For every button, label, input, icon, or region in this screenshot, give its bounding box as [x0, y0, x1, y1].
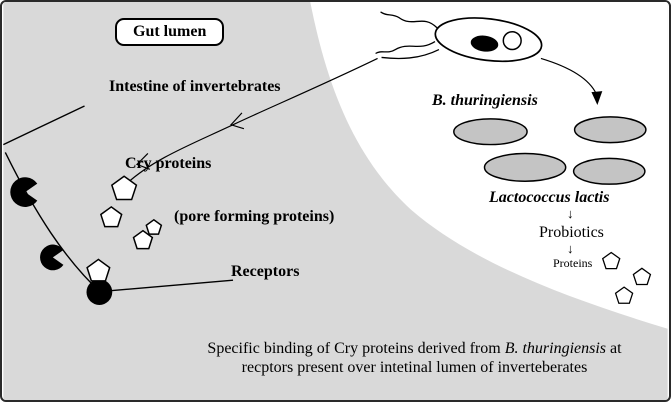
flagellum-3-icon: [381, 48, 440, 60]
cry-proteins-label: Cry proteins: [125, 155, 212, 172]
flagellum-1-icon: [380, 11, 438, 29]
lactococcus-label: Lactococcus lactis: [489, 189, 610, 206]
figure-caption: Specific binding of Cry proteins derived…: [162, 339, 667, 377]
signal-tick-2: [135, 153, 151, 170]
lactococcus-cells: [453, 116, 647, 185]
cry-pentagon-2-icon: [99, 206, 123, 228]
intestine-label: Intestine of invertebrates: [109, 78, 281, 95]
cry-pentagon-bound-icon: [86, 258, 111, 282]
protein-pentagon-1-icon: [601, 251, 621, 270]
pore-forming-label: (pore forming proteins): [174, 208, 335, 225]
flagellum-2-icon: [375, 41, 436, 55]
gut-lumen-label: Gut lumen: [115, 18, 225, 46]
receptor-pointer-line: [106, 279, 234, 292]
signal-tick-1: [229, 112, 245, 130]
lactococcus-cell-2-icon: [573, 116, 647, 144]
lactococcus-cell-4-icon: [572, 157, 646, 185]
probiotics-label: Probiotics: [539, 224, 604, 241]
receptors-label: Receptors: [231, 263, 300, 280]
caption-line1-pre: Specific binding of Cry proteins derived…: [207, 340, 505, 357]
b-thuringiensis-label: B. thuringiensis: [432, 92, 538, 109]
lactococcus-cell-3-icon: [483, 152, 567, 182]
down-arrow-1-icon: ↓: [567, 206, 574, 221]
caption-line1-post: at: [606, 340, 622, 357]
cry-pentagon-3-icon: [145, 218, 163, 235]
membrane-curve: [4, 152, 103, 295]
bacterium-spore-icon: [502, 30, 522, 51]
probiotic-proteins-group: [601, 251, 652, 304]
down-arrow-2-icon: ↓: [567, 241, 574, 256]
bacterium-crystal-icon: [470, 35, 499, 52]
protein-pentagon-3-icon: [614, 286, 634, 304]
cry-proteins-group: [86, 175, 163, 282]
receptor-pacman-2-icon: [40, 244, 64, 271]
proteins-label: Proteins: [553, 256, 593, 270]
receptor-pacman-1-icon: [10, 177, 38, 207]
receptor-bound-icon: [86, 279, 113, 305]
cry-pentagon-4-icon: [132, 229, 154, 250]
transfer-arrow-curve: [540, 57, 597, 95]
lactococcus-cell-1-icon: [453, 118, 528, 146]
bacterium: [375, 11, 543, 63]
gut-wall-line: [3, 105, 85, 146]
signal-curve: [125, 57, 378, 185]
cry-pentagon-1-icon: [110, 175, 138, 201]
transfer-arrowhead-icon: [591, 91, 603, 105]
caption-line1-italic: B. thuringiensis: [504, 340, 607, 357]
protein-pentagon-2-icon: [632, 267, 652, 286]
caption-line2: recptors present over intetinal lumen of…: [241, 359, 588, 376]
